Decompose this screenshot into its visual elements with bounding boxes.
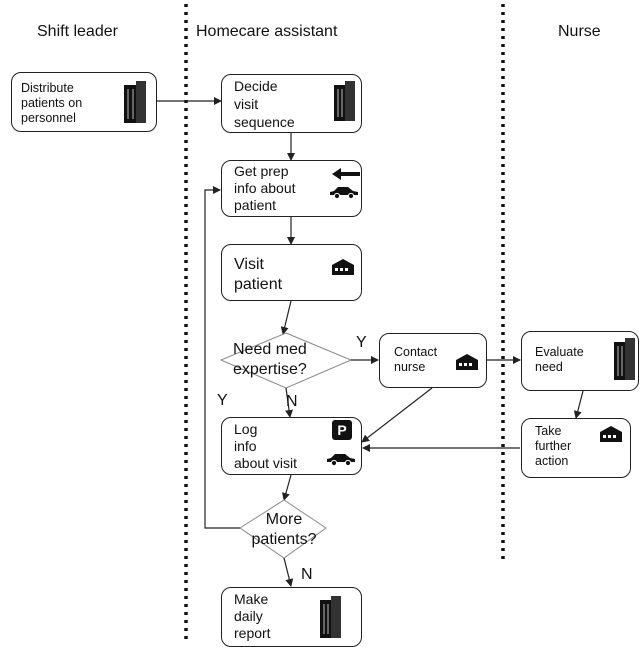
node-evaluate-need: Evaluate need: [521, 331, 639, 391]
node-get-prep-info-label: Get prep info about patient: [234, 163, 296, 213]
lane-title-homecare-assistant: Homecare assistant: [196, 23, 338, 40]
node-decide-sequence: Decide visit sequence: [221, 74, 362, 133]
decision-more-patients: More patients?: [251, 511, 317, 548]
node-make-daily-report-label: Make daily report: [234, 591, 271, 641]
node-get-prep-info: Get prep info about patient: [221, 160, 362, 217]
node-visit-patient-label: Visit patient: [234, 256, 283, 293]
node-contact-nurse: Contact nurse: [379, 333, 487, 388]
node-evaluate-need-label: Evaluate need: [535, 345, 584, 374]
edge-more-report: [283, 557, 294, 587]
edge-contact-log: [361, 387, 433, 443]
edge-evaluate-take: [573, 390, 584, 419]
car-icon: [327, 454, 355, 466]
node-contact-nurse-label: Contact nurse: [394, 345, 438, 374]
car-icon: [330, 187, 358, 199]
node-take-further-action-label: Take further action: [535, 424, 572, 468]
building-icon: [334, 81, 355, 121]
node-log-info-label: Log info about visit: [234, 421, 298, 471]
lane-title-shift-leader: Shift leader: [37, 23, 118, 40]
building-icon: [614, 338, 635, 380]
node-visit-patient: Visit patient: [221, 244, 362, 301]
node-distribute-label: Distribute patients on personnel: [21, 81, 83, 125]
edge-log-more: [282, 474, 292, 501]
edge-label-more-patients-no: N: [301, 566, 313, 583]
edge-more-prep-loop: [204, 186, 240, 529]
house-icon: [332, 259, 354, 275]
node-take-further-action: Take further action: [521, 418, 631, 478]
parking-icon: P: [332, 420, 352, 440]
building-icon: [320, 596, 341, 638]
house-icon: [600, 426, 622, 442]
edge-label-more-patients-yes: Y: [217, 392, 228, 409]
edge-visit-need: [280, 300, 292, 335]
lane-title-nurse: Nurse: [558, 23, 601, 40]
edge-label-need-med-no: N: [286, 393, 298, 410]
node-log-info: Log info about visit P: [221, 417, 362, 475]
node-make-daily-report: Make daily report: [221, 587, 362, 647]
edge-need-log: [285, 387, 294, 418]
parking-icon-letter: P: [337, 422, 347, 438]
node-decide-sequence-label: Decide visit sequence: [234, 78, 295, 130]
building-icon: [124, 81, 146, 123]
house-icon: [456, 354, 478, 370]
node-distribute: Distribute patients on personnel: [11, 72, 157, 132]
decision-need-med-expertise: Need med expertise?: [233, 341, 307, 378]
back-arrow-icon: [332, 168, 360, 180]
edge-label-need-med-yes: Y: [356, 334, 367, 351]
